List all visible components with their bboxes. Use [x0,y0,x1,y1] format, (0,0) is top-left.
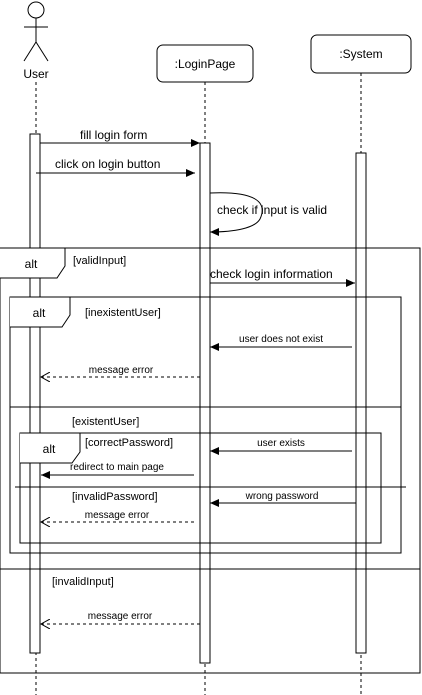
guard-invalid-password: [invalidPassword] [72,491,158,503]
message-user-exists-label: user exists [257,438,305,449]
user-activation-bar [29,133,41,654]
outer-alt-operator: alt [25,257,38,271]
system-participant: :System [310,34,412,74]
password-alt-operator: alt [43,442,56,456]
message-wrong-password: wrong password [210,491,356,507]
message-check-login-info-label: check login information [210,267,333,281]
loginpage-activation-bar [199,142,211,664]
message-check-input-valid-label: check if input is valid [217,203,327,217]
loginpage-participant-label: :LoginPage [175,57,236,71]
message-check-input-valid: check if input is valid [209,192,327,236]
message-error-1-label: message error [89,365,154,376]
guard-invalid-input: [invalidInput] [52,576,114,588]
message-error-3-label: message error [88,611,153,622]
message-error-3: message error [41,611,200,624]
guard-existent-user: [existentUser] [72,416,139,428]
message-click-login-button: click on login button [36,157,195,177]
message-error-2-label: message error [85,510,150,521]
message-error-2: message error [41,510,194,522]
message-wrong-password-label: wrong password [245,491,319,502]
outer-alt-fragment: alt [validInput] [invalidInput] [0,247,421,674]
loginpage-participant: :LoginPage [156,44,254,83]
message-fill-login-form-label: fill login form [80,128,147,142]
message-click-login-button-label: click on login button [55,157,160,171]
message-redirect-main: redirect to main page [41,462,194,479]
message-fill-login-form: fill login form [40,128,200,147]
message-redirect-main-label: redirect to main page [70,462,164,473]
inner-alt-fragment: alt [inexistentUser] [existentUser] [9,296,402,554]
message-user-not-exist-label: user does not exist [239,334,323,345]
guard-correct-password: [correctPassword] [85,437,173,449]
message-error-1: message error [41,365,200,377]
user-actor-label: User [23,67,48,81]
inner-alt-operator: alt [33,306,46,320]
message-user-not-exist: user does not exist [210,334,352,351]
guard-inexistent-user: [inexistentUser] [85,307,161,319]
user-actor: User [23,1,49,81]
guard-valid-input: [validInput] [73,255,126,267]
message-user-exists: user exists [210,438,352,455]
system-participant-label: :System [339,47,382,61]
password-alt-fragment: alt [correctPassword] [invalidPassword] [15,432,406,544]
system-activation-bar [355,152,367,654]
message-check-login-info: check login information [210,267,355,287]
actor-head-icon [27,1,45,19]
